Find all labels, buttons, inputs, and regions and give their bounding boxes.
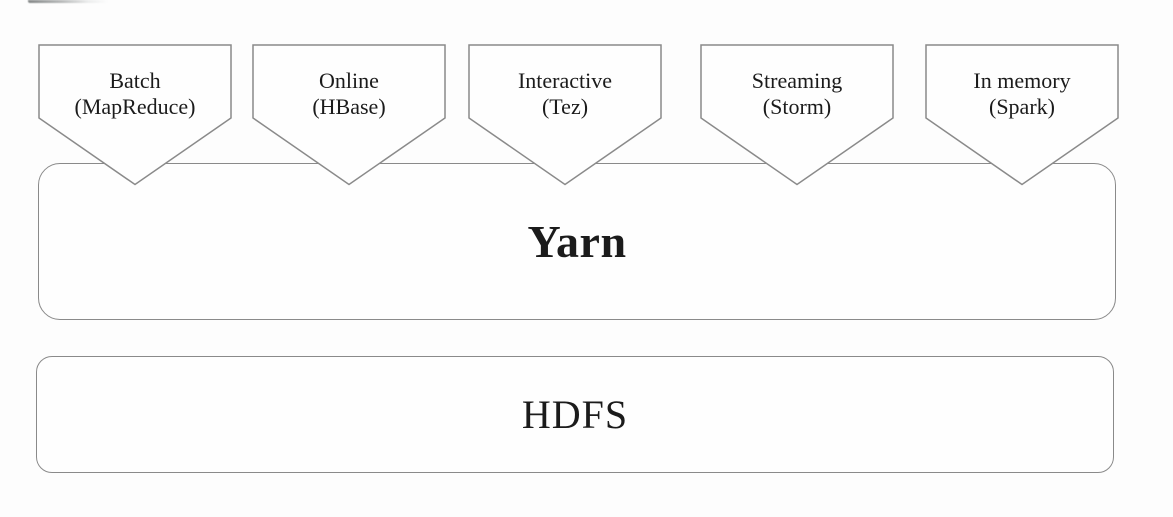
service-name: Batch [109, 68, 161, 93]
down-pointer-shape [468, 44, 662, 186]
down-pointer-shape [700, 44, 894, 186]
service-name: Streaming [751, 68, 843, 93]
down-pointer-shape [252, 44, 446, 186]
service-tag-streaming: Streaming (Storm) [700, 44, 894, 186]
yarn-layer-box: Yarn [38, 163, 1116, 320]
hdfs-layer-label: HDFS [521, 392, 629, 437]
service-tech: (HBase) [312, 94, 386, 119]
service-name: Interactive [517, 68, 613, 93]
service-tech: (Tez) [541, 94, 589, 119]
service-tag-online: Online (HBase) [252, 44, 446, 186]
hdfs-layer-box: HDFS [36, 356, 1114, 473]
service-tag-batch: Batch (MapReduce) [38, 44, 232, 186]
service-tech: (Spark) [989, 94, 1055, 119]
down-pointer-shape [38, 44, 232, 186]
service-tag-interactive: Interactive (Tez) [468, 44, 662, 186]
yarn-layer-label: Yarn [527, 216, 627, 267]
down-pointer-shape [925, 44, 1119, 186]
service-tech: (MapReduce) [74, 94, 196, 119]
service-tag-in-memory: In memory (Spark) [925, 44, 1119, 186]
service-name: Online [319, 68, 379, 93]
service-name: In memory [973, 68, 1071, 93]
service-tech: (Storm) [762, 94, 832, 119]
scan-artifact [28, 0, 108, 3]
